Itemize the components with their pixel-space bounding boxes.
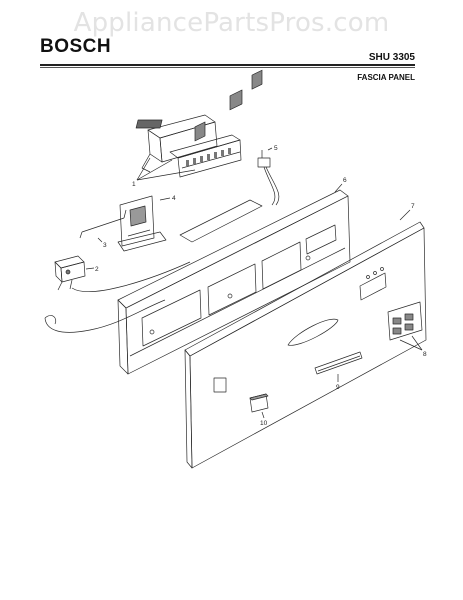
callout-10: 10 bbox=[260, 420, 268, 427]
button-caps-part bbox=[387, 301, 423, 341]
callout-8: 8 bbox=[423, 351, 427, 358]
callout-4: 4 bbox=[172, 195, 176, 202]
handle-trim-part bbox=[314, 351, 363, 375]
small-button-part bbox=[249, 393, 269, 413]
callout-labels: 1 2 3 4 5 6 7 8 9 10 bbox=[95, 145, 427, 427]
inner-panel-part bbox=[117, 69, 351, 375]
brand-logo: BOSCH bbox=[40, 36, 112, 57]
model-number: SHU 3305 bbox=[368, 52, 415, 63]
control-module-part bbox=[135, 114, 242, 178]
switch-block-part bbox=[54, 255, 86, 291]
header-rule-thin bbox=[40, 67, 415, 68]
fascia-panel-part bbox=[184, 221, 427, 469]
wire-harness-part bbox=[44, 261, 191, 333]
rod-part bbox=[79, 209, 127, 239]
watermark: AppliancePartsPros.com bbox=[73, 8, 390, 38]
connector-part bbox=[257, 150, 280, 206]
switch-bracket-part bbox=[117, 195, 167, 252]
header-rule bbox=[40, 64, 415, 66]
callout-7: 7 bbox=[411, 203, 415, 210]
section-title: FASCIA PANEL bbox=[357, 73, 415, 82]
callout-1: 1 bbox=[132, 181, 136, 188]
callout-5: 5 bbox=[274, 145, 278, 152]
callout-9: 9 bbox=[336, 384, 340, 391]
callout-6: 6 bbox=[343, 177, 347, 184]
callout-3: 3 bbox=[103, 242, 107, 249]
callout-2: 2 bbox=[95, 266, 99, 273]
